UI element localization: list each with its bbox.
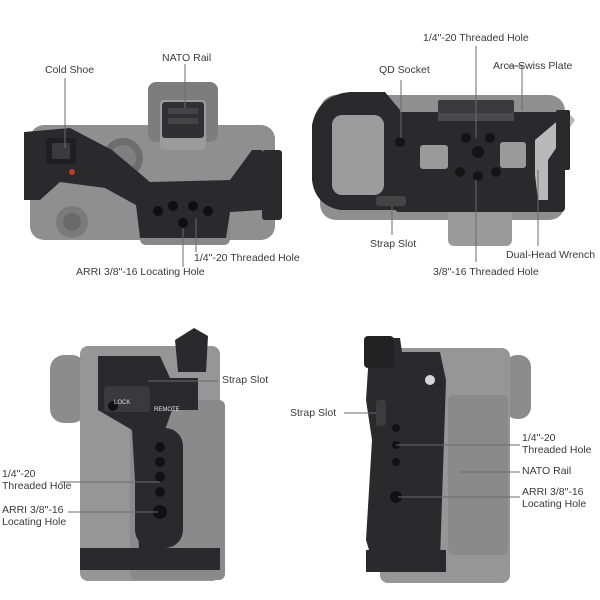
top-view-camera-with-cage xyxy=(24,82,282,245)
bottom-view-camera-with-cage xyxy=(312,92,575,246)
engraved-lock-text: LOCK xyxy=(114,400,131,406)
label-strap-slot: Strap Slot xyxy=(370,238,417,250)
label-threaded-hole-quarter: 1/4"-20 Threaded Hole xyxy=(194,252,300,264)
label-nato-rail: NATO Rail xyxy=(522,465,572,477)
engraved-remote-text: REMOTE xyxy=(154,407,180,413)
label-arca-swiss-plate: Arca-Swiss Plate xyxy=(493,60,573,72)
label-cold-shoe: Cold Shoe xyxy=(45,64,95,76)
label-threaded-hole-three-eighths: 3/8"-16 Threaded Hole xyxy=(433,266,539,278)
label-arri-locating-hole: ARRI 3/8"-16 Locating Hole xyxy=(2,504,67,528)
right-side-view-callout-lines xyxy=(344,412,520,498)
left-side-view-callout-lines xyxy=(60,380,218,513)
label-nato-rail: NATO Rail xyxy=(162,52,212,64)
label-arri-locating-hole: ARRI 3/8"-16 Locating Hole xyxy=(76,266,205,278)
label-threaded-hole-quarter: 1/4"-20 Threaded Hole xyxy=(2,468,72,492)
right-side-view-camera-with-cage xyxy=(364,336,531,583)
label-threaded-hole-quarter: 1/4"-20 Threaded Hole xyxy=(423,32,529,44)
label-threaded-hole-quarter: 1/4"-20 Threaded Hole xyxy=(522,432,592,456)
label-arri-locating-hole: ARRI 3/8"-16 Locating Hole xyxy=(522,486,587,510)
top-view-callout-lines xyxy=(64,64,197,267)
label-strap-slot: Strap Slot xyxy=(222,374,269,386)
label-dual-head-wrench: Dual-Head Wrench xyxy=(506,249,596,261)
label-qd-socket: QD Socket xyxy=(379,64,430,76)
left-side-view-camera-with-cage xyxy=(50,328,225,581)
label-strap-slot: Strap Slot xyxy=(290,407,337,419)
bottom-view-callout-lines xyxy=(391,46,539,262)
